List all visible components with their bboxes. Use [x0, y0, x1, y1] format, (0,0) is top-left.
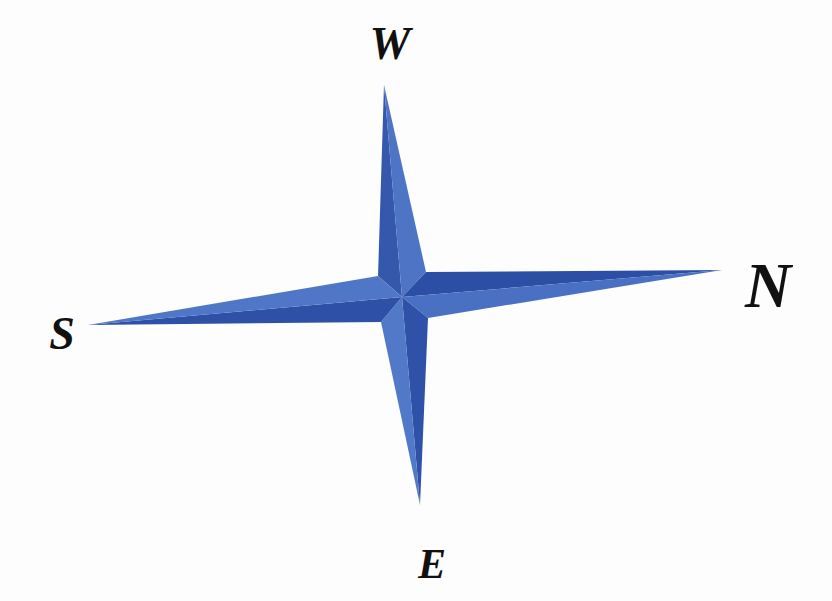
compass-arm: [88, 276, 402, 325]
compass-arm: [381, 297, 420, 505]
direction-letter: S: [49, 311, 75, 357]
direction-letter: W: [370, 21, 411, 67]
direction-letter: E: [418, 543, 446, 585]
compass-arm: [402, 270, 722, 318]
compass-arm: [384, 85, 426, 297]
direction-letter: N: [745, 254, 791, 318]
